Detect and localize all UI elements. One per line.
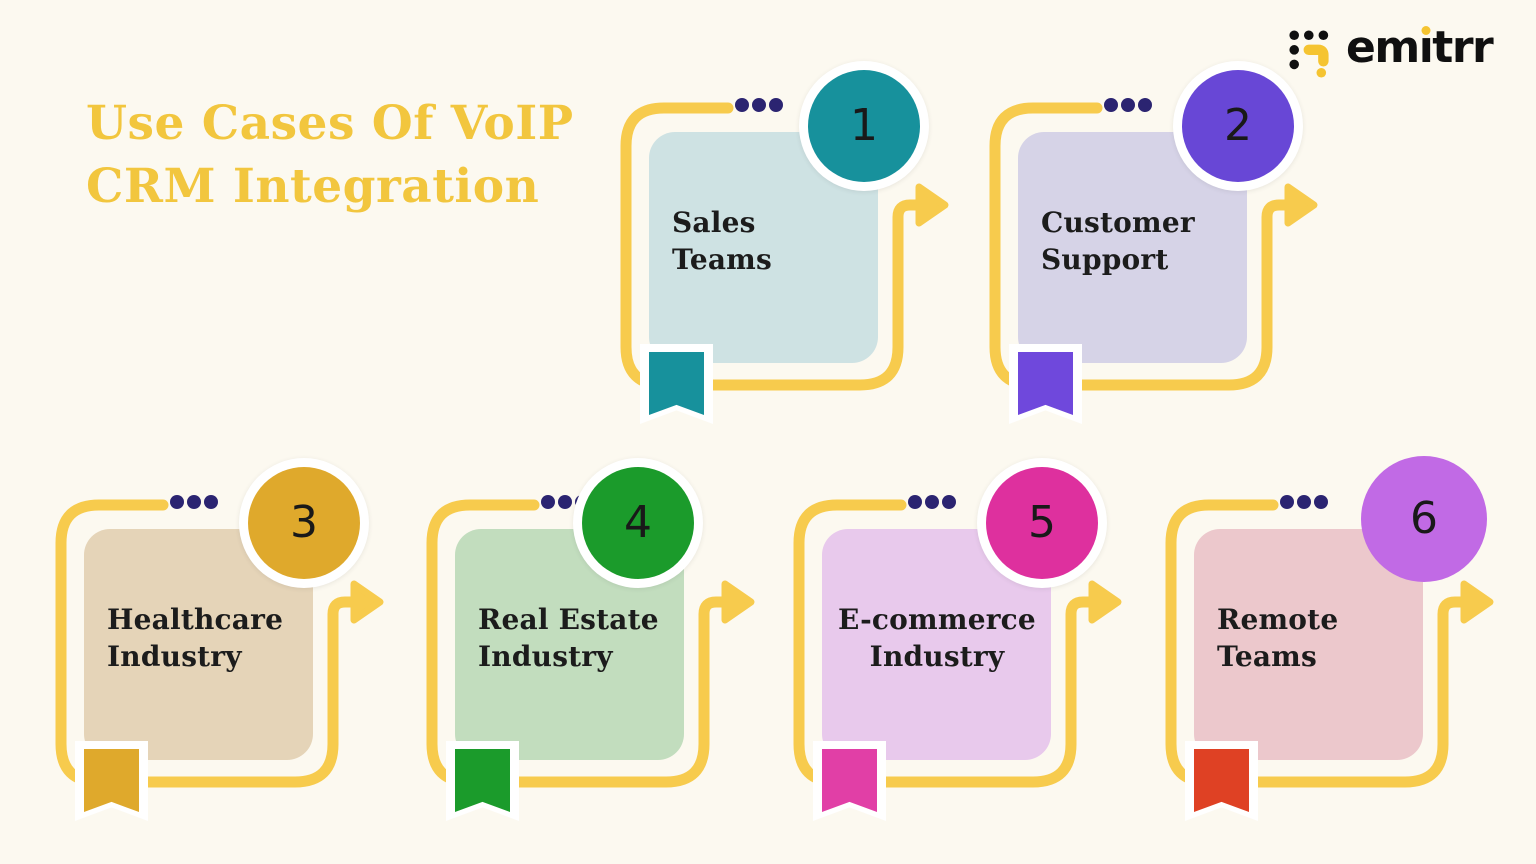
step-number-badge: 5 — [977, 458, 1107, 588]
card-title-line1: E-commerce — [838, 603, 1036, 636]
step-number: 2 — [1224, 100, 1252, 151]
logo-wordmark: emıtrr — [1346, 22, 1494, 73]
card-title-line1: Real Estate — [478, 603, 659, 636]
step-number-badge: 6 — [1361, 456, 1487, 582]
bookmark-fill — [1018, 352, 1073, 415]
brand-logo: emıtrr — [1289, 22, 1494, 78]
bookmark-fill — [822, 749, 877, 812]
step-number-badge: 2 — [1173, 61, 1303, 191]
ellipsis-dots-icon — [735, 98, 783, 112]
card-title: E-commerce Industry — [822, 601, 1052, 675]
card-title-line2: Teams — [1217, 640, 1317, 673]
card-title: Healthcare Industry — [107, 601, 283, 675]
step-number: 6 — [1410, 493, 1438, 544]
step-number-badge: 1 — [799, 61, 929, 191]
use-case-card-4: 4 Real Estate Industry — [422, 455, 762, 835]
card-title-line2: Support — [1041, 243, 1169, 276]
bookmark-fill — [649, 352, 704, 415]
step-number-badge: 3 — [239, 458, 369, 588]
logo-text-pre: em — [1346, 22, 1420, 73]
card-title-line1: Sales — [672, 206, 756, 239]
use-case-card-3: 3 Healthcare Industry — [51, 455, 391, 835]
card-title: Customer Support — [1041, 204, 1195, 278]
step-number: 1 — [850, 100, 878, 151]
ellipsis-dots-icon — [1104, 98, 1152, 112]
card-title-line1: Customer — [1041, 206, 1195, 239]
card-title-line2: Industry — [478, 640, 613, 673]
use-case-card-5: 5 E-commerce Industry — [789, 455, 1129, 835]
card-title-line2: Industry — [107, 640, 242, 673]
ellipsis-dots-icon — [170, 495, 218, 509]
card-title: Remote Teams — [1217, 601, 1338, 675]
step-number: 4 — [624, 497, 652, 548]
logo-text-post: trr — [1432, 22, 1493, 73]
card-title-line1: Remote — [1217, 603, 1339, 636]
page-title-line1: Use Cases Of VoIP — [86, 96, 574, 151]
ellipsis-dots-icon — [908, 495, 956, 509]
bookmark-fill — [1194, 749, 1249, 812]
card-title: Real Estate Industry — [478, 601, 659, 675]
bookmark-fill — [455, 749, 510, 812]
step-number-badge: 4 — [573, 458, 703, 588]
ellipsis-dots-icon — [1280, 495, 1328, 509]
card-title-line1: Healthcare — [107, 603, 284, 636]
logo-text-i: ı — [1418, 22, 1434, 73]
dot-grid-logo-icon — [1289, 30, 1329, 78]
card-title: Sales Teams — [672, 204, 772, 278]
step-number: 5 — [1028, 497, 1056, 548]
card-title-line2: Teams — [672, 243, 772, 276]
card-title-line2: Industry — [869, 640, 1005, 673]
use-case-card-2: 2 Customer Support — [985, 58, 1325, 438]
use-case-card-6: 6 Remote Teams — [1161, 455, 1501, 835]
use-case-card-1: 1 Sales Teams — [616, 58, 956, 438]
bookmark-fill — [84, 749, 139, 812]
step-number: 3 — [290, 497, 318, 548]
page-title-line2: CRM Integration — [86, 159, 540, 214]
page-title: Use Cases Of VoIP CRM Integration — [86, 92, 574, 218]
